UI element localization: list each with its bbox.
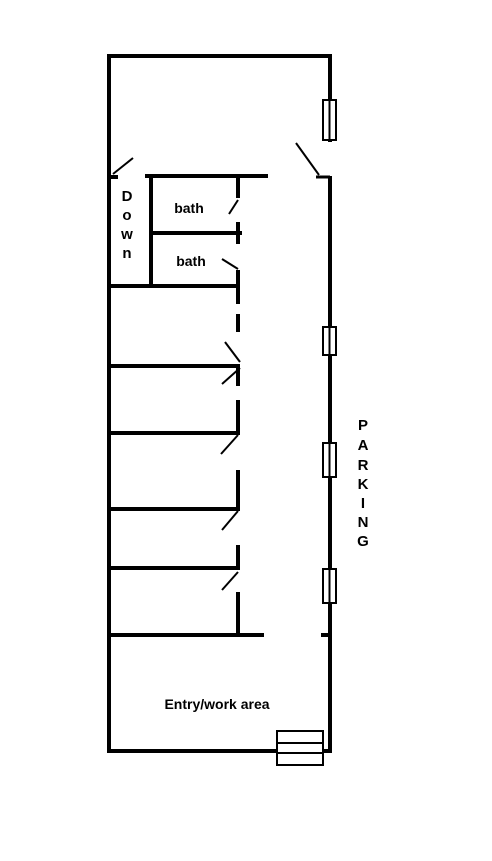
rooms [109,341,330,637]
bath-upper-label: bath [174,200,204,216]
parking-letter-0: P [358,417,368,434]
stair-label-w: w [120,226,133,243]
stair-label-n: n [122,245,131,262]
step-outer [276,730,324,766]
stair-door-swing [112,157,134,175]
room1-door-leaf [221,367,241,385]
bath-lower-label: bath [176,253,206,269]
entry-label: Entry/work area [164,696,269,712]
stair-label-o: o [122,207,131,224]
room4-door-swing [221,571,239,591]
right-door [295,142,334,179]
parking-letter-1: A [358,437,369,454]
parking-letter-4: I [361,495,365,512]
parking-letter-6: G [357,533,369,550]
room3-door-swing [221,510,239,531]
parking-letter-5: N [358,514,369,531]
room2-door-swing [220,434,239,455]
bath-stair-walls [109,157,268,288]
entry-step [276,730,324,766]
parking-label: P A R K I N G [357,417,369,550]
labels: D o w n bath bath Entry/work area [120,188,270,712]
right-door-gap [326,142,334,176]
right-windows [322,99,337,604]
parking-letter-3: K [358,476,369,493]
parking-letter-2: R [358,457,369,474]
right-door-swing [295,142,320,176]
stair-label-d: D [122,188,133,205]
room1-door-swing [224,341,241,363]
bath2-door-swing [221,258,239,270]
bath1-door-swing [228,199,239,215]
outer-walls [107,54,332,753]
